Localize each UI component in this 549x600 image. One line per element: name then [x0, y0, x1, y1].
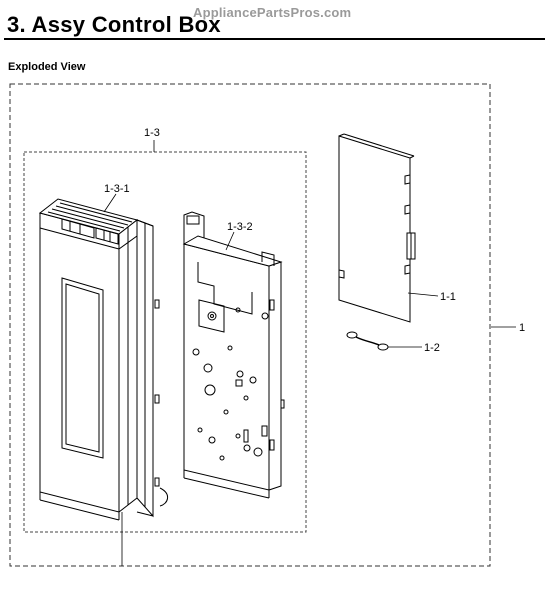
- watermark-text: AppliancePartsPros.com: [193, 5, 352, 20]
- bracket-part: [182, 211, 285, 499]
- wire-part: [346, 331, 389, 351]
- callout-1-3-2: 1-3-2: [227, 221, 253, 233]
- page-title: 3. Assy Control Box: [7, 12, 221, 37]
- section-subtitle: Exploded View: [8, 61, 86, 73]
- pcb-board-part: [338, 133, 416, 323]
- title-underline: [4, 38, 545, 40]
- callout-1-1: 1-1: [440, 291, 456, 303]
- callout-1-2: 1-2: [424, 342, 440, 354]
- callout-1-3-1: 1-3-1: [104, 183, 130, 195]
- subassembly-frame: [23, 151, 307, 533]
- assembly-frame: [9, 83, 491, 567]
- control-panel-part: [38, 198, 168, 521]
- callout-1: 1: [519, 322, 525, 334]
- leader-lines: [103, 140, 516, 566]
- callout-1-3: 1-3: [144, 127, 160, 139]
